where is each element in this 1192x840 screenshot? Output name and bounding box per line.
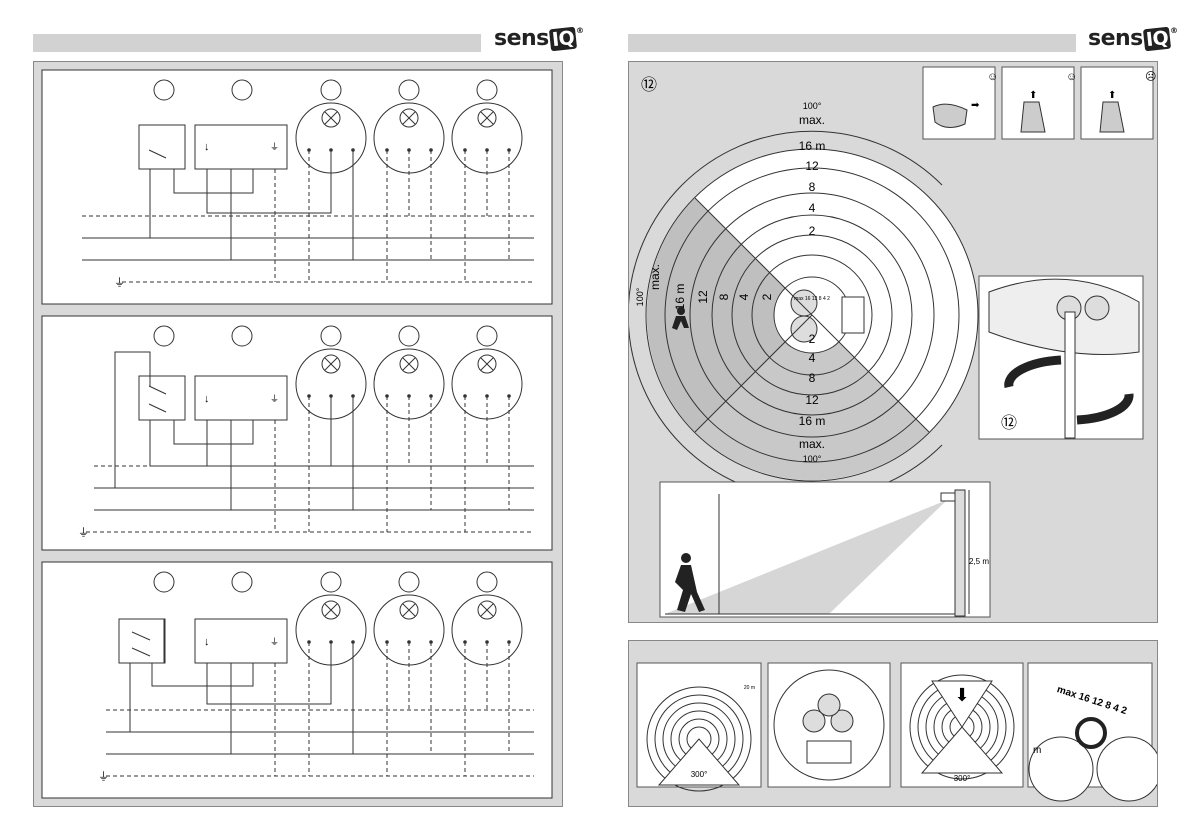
detection-range-panel: ⑫ 100° max. 16 m 12 8 4 2 2 4 8 12 16 m … — [628, 61, 1158, 623]
wiring-diagram-3: ↓ ⏚ — [42, 562, 552, 798]
side-view-diagram: 2,5 m — [660, 482, 990, 617]
logo-badge: IQ — [1143, 27, 1171, 52]
range-bottom-5: max. — [799, 437, 825, 451]
neutral-face-icon: ☺ — [1066, 71, 1077, 83]
right-header-bar — [628, 34, 1076, 52]
svg-text:↓: ↓ — [204, 393, 210, 405]
registered-mark: ® — [1170, 26, 1178, 35]
range-bottom-2: 8 — [809, 371, 816, 385]
svg-text:⏚: ⏚ — [270, 142, 279, 152]
wiring-diagram-1: ↓ ⏚ — [42, 70, 552, 304]
range-left-5: 2 — [760, 293, 774, 300]
range-top-4: 4 — [809, 201, 816, 215]
wiring-panel: ↓ ⏚ — [33, 61, 563, 807]
sensor-dial-scale: max 16 12 8 4 2 — [794, 296, 830, 302]
angle-bottom: 100° — [803, 454, 822, 464]
left-header-bar — [33, 34, 481, 52]
tool-step-number: ⑫ — [1001, 414, 1017, 432]
range-top-3: 8 — [809, 180, 816, 194]
arrow-up-icon: ⬆ — [1029, 90, 1037, 101]
sad-face-icon: ☹ — [1145, 71, 1156, 83]
logo-text: sens — [494, 26, 549, 51]
range-left-2: 12 — [696, 290, 710, 304]
range-top-5: 2 — [809, 224, 816, 238]
angle-top: 100° — [803, 101, 822, 111]
logo-text: sens — [1088, 26, 1143, 51]
arrow-up-icon: ⬆ — [1108, 90, 1116, 101]
dial-unit-label: m — [1033, 745, 1041, 756]
svg-text:⏚: ⏚ — [270, 394, 279, 404]
wiring-diagrams: ↓ ⏚ — [34, 62, 562, 806]
angle-left: 100° — [635, 287, 645, 306]
coverage-options-panel: 300° 20 m 300° ⬇ max 16 12 8 4 2 m — [628, 640, 1158, 807]
range-bottom-1: 4 — [809, 351, 816, 365]
svg-text:↓: ↓ — [204, 141, 210, 153]
approach-direction-panels: ☺ ☺ ☹ ➡ ⬆ ⬆ — [923, 67, 1156, 139]
ground-symbol: ⏚ — [98, 770, 109, 783]
wiring-diagram-2: ↓ ⏚ — [42, 316, 552, 550]
coverage-300-label: 300° — [691, 770, 708, 779]
range-top-1: 16 m — [799, 139, 826, 153]
range-left-1: 16 m — [673, 284, 687, 311]
registered-mark: ® — [576, 26, 584, 35]
mount-height-label: 2,5 m — [969, 557, 989, 566]
dimension-label: 20 m — [744, 685, 755, 691]
detection-range-figure: ⑫ 100° max. 16 m 12 8 4 2 2 4 8 12 16 m … — [629, 62, 1157, 622]
range-left-4: 4 — [737, 293, 751, 300]
svg-text:↓: ↓ — [204, 636, 210, 648]
happy-face-icon: ☺ — [987, 71, 998, 83]
svg-text:⏚: ⏚ — [270, 637, 279, 647]
range-left-3: 8 — [717, 293, 731, 300]
adjustment-tool-callout: ⑫ — [979, 276, 1143, 439]
ground-symbol: ⏚ — [114, 276, 125, 289]
logo-badge: IQ — [549, 27, 577, 52]
range-bottom-4: 16 m — [799, 414, 826, 428]
range-left-0: max. — [648, 264, 662, 290]
range-top-2: 12 — [805, 159, 819, 173]
range-bottom-3: 12 — [805, 393, 819, 407]
range-bottom-0: 2 — [809, 332, 816, 346]
coverage-300-label-2: 300° — [954, 774, 971, 783]
coverage-options-figure: 300° 20 m 300° ⬇ max 16 12 8 4 2 m — [629, 641, 1157, 806]
range-top-0: max. — [799, 113, 825, 127]
ground-symbol: ⏚ — [78, 526, 89, 539]
arrow-down-icon: ⬇ — [954, 685, 969, 705]
arrow-right-icon: ➡ — [971, 100, 980, 111]
step-number: ⑫ — [641, 76, 657, 94]
